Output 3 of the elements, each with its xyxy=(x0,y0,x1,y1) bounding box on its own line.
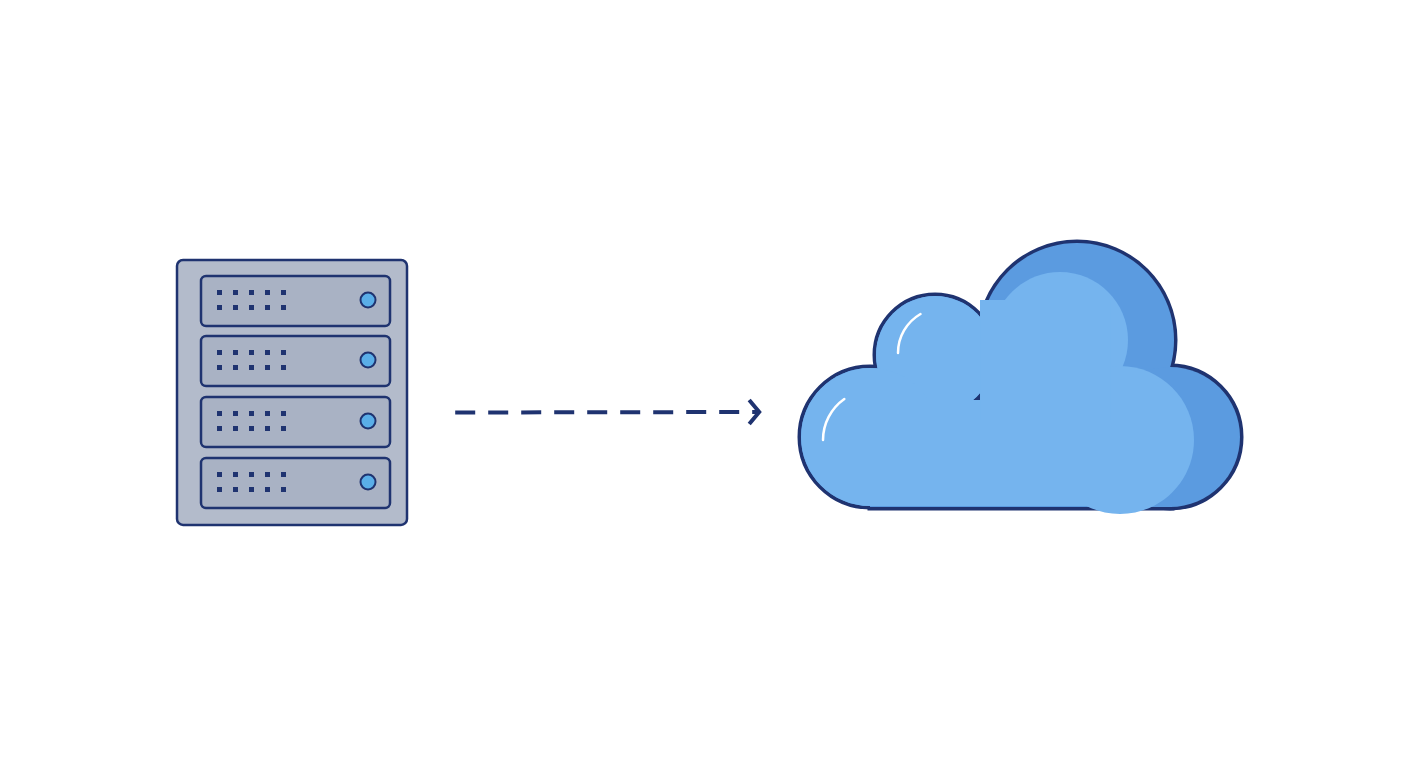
server-drawing xyxy=(175,258,409,527)
cloud-drawing xyxy=(797,239,1244,514)
arrow xyxy=(455,398,762,426)
